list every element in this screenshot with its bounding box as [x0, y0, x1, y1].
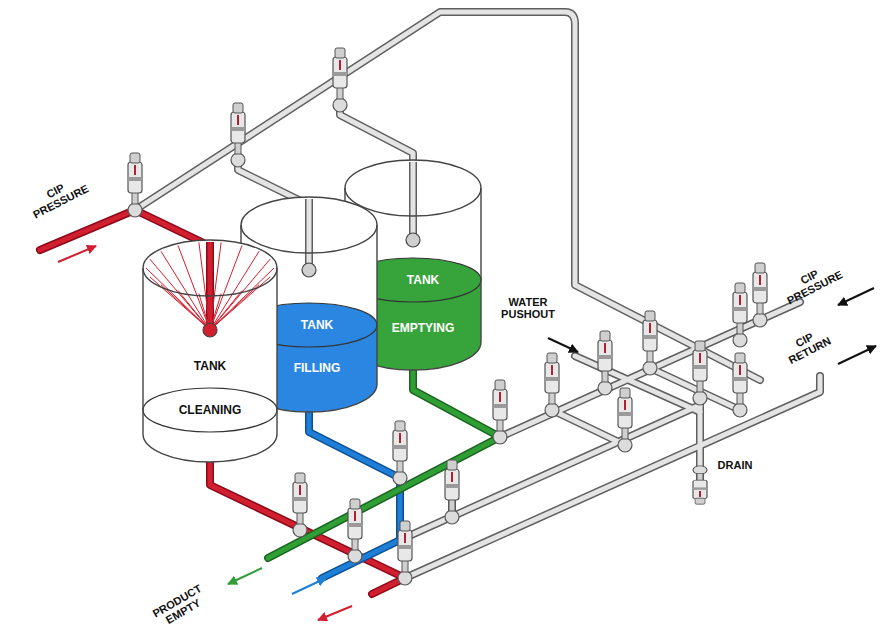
valve-group — [128, 48, 767, 585]
red-pipe — [40, 210, 405, 594]
spray-ray — [210, 242, 221, 330]
drain-valve — [693, 466, 707, 504]
inner-pipe — [307, 199, 312, 270]
valve-symbol — [393, 421, 407, 485]
spray-ray — [199, 242, 210, 330]
spray-ray — [146, 268, 210, 330]
tank-label: CLEANING — [179, 403, 242, 417]
valve-symbol — [333, 48, 347, 112]
tank-liquid — [345, 258, 481, 370]
flow-label: PRODUCT EMPTY — [146, 580, 213, 632]
inner-pipe — [206, 242, 214, 330]
tank-rim — [241, 197, 377, 253]
flow-arrow — [292, 578, 326, 594]
spray-ball — [406, 233, 420, 247]
flow-arrow — [548, 338, 578, 352]
tank-label: TANK — [407, 273, 439, 287]
tank-wall — [241, 225, 377, 412]
flow-arrow — [838, 346, 876, 364]
valve-symbol — [753, 263, 767, 327]
flow-label: WATER PUSHOUT — [491, 296, 565, 320]
valve-symbol — [733, 353, 747, 417]
flow-arrow — [58, 246, 96, 262]
liquid-level — [143, 388, 277, 432]
tank-liquid — [241, 303, 377, 412]
valve-symbol — [348, 499, 362, 563]
tank-wall — [143, 268, 277, 462]
gray-pipe — [135, 12, 820, 578]
tank-rim — [345, 160, 481, 216]
inner-pipe — [411, 162, 416, 240]
tank: TANK CLEANING — [143, 240, 277, 462]
tank-label: TANK — [194, 359, 226, 373]
spray-ray — [210, 259, 270, 330]
spray-ray — [150, 277, 210, 330]
flow-arrows — [58, 246, 876, 620]
flow-arrow — [228, 568, 262, 584]
valve-symbol — [231, 103, 245, 167]
flow-arrow — [838, 288, 874, 305]
tank-wall — [345, 188, 481, 370]
valve-symbol — [445, 460, 459, 524]
spray-ball — [203, 323, 217, 337]
tank-rim — [143, 240, 277, 296]
spray-ray — [210, 245, 242, 330]
valve-symbol — [545, 353, 559, 417]
valve-symbol — [128, 153, 142, 217]
tank-label: EMPTYING — [392, 321, 455, 335]
valve-symbol — [598, 331, 612, 395]
flow-label: DRAIN — [710, 459, 760, 471]
flow-label: CIP PRESSURE — [22, 170, 93, 222]
valve-symbol — [618, 388, 632, 452]
tank-label: TANK — [301, 318, 333, 332]
valve-symbol — [733, 283, 747, 347]
flow-label: CIP RETURN — [774, 320, 840, 370]
liquid-level — [241, 303, 377, 347]
valve-symbol — [493, 380, 507, 444]
tank-outline — [143, 240, 277, 462]
spray-ray — [178, 245, 210, 330]
valve-symbol — [693, 341, 707, 405]
gray-pipe — [135, 12, 820, 578]
flow-label: CIP PRESSURE — [775, 255, 848, 308]
liquid-level — [345, 258, 481, 302]
inner-pipe — [305, 199, 313, 270]
spray-ray — [210, 268, 274, 330]
inner-pipe — [409, 162, 417, 240]
red-pipe — [40, 210, 405, 594]
valve-symbol — [398, 521, 412, 585]
spray-ray — [150, 259, 210, 330]
valve-symbol — [293, 473, 307, 537]
valve-symbol — [643, 311, 657, 375]
spray-ball — [302, 263, 316, 277]
spray-ray — [210, 277, 270, 330]
flow-arrow — [318, 606, 352, 620]
tank-label: FILLING — [294, 361, 341, 375]
